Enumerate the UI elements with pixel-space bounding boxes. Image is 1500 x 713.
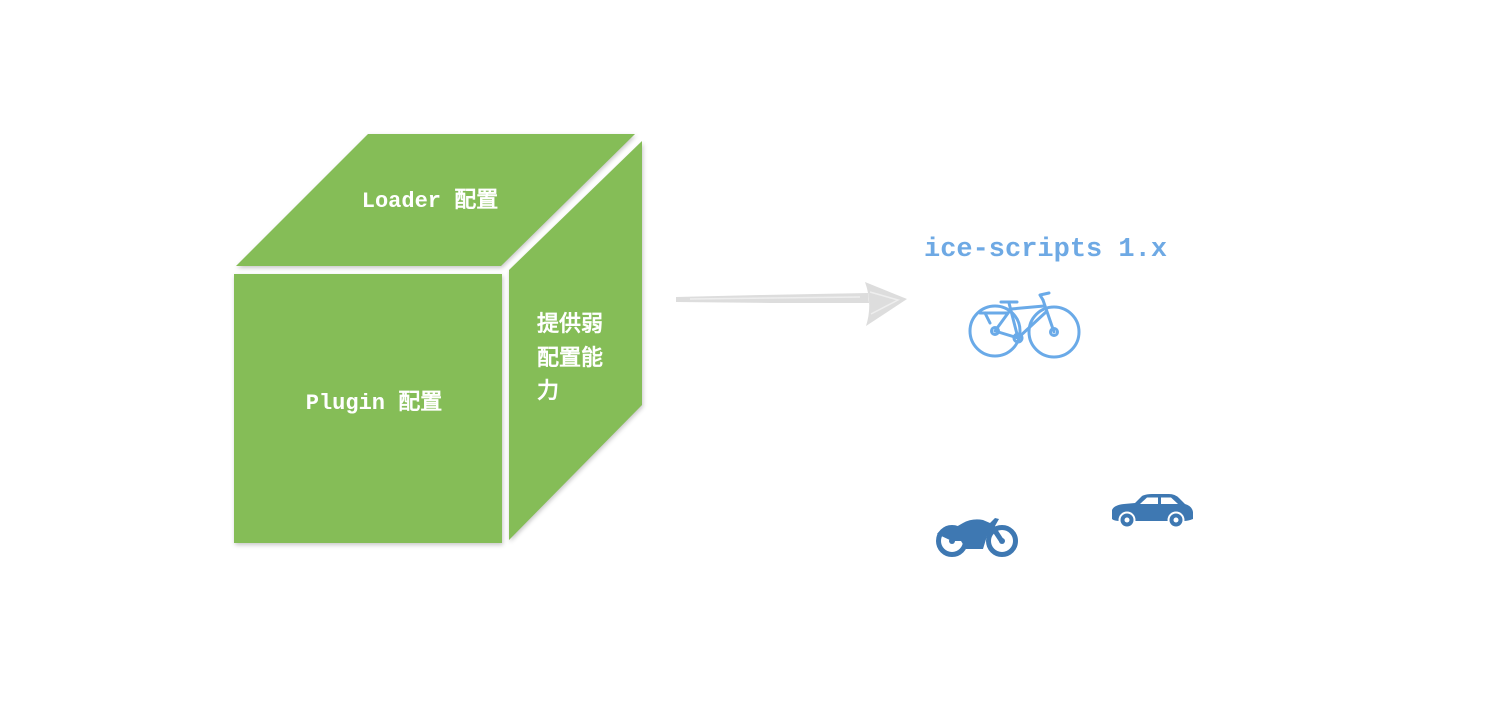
cube-front-label: Plugin 配置 (306, 390, 442, 416)
cube-side-face (509, 141, 642, 540)
motorcycle-icon (936, 518, 1018, 557)
arrow-head (865, 282, 907, 326)
cube-top-face (236, 134, 635, 266)
cube-side-label-line: 配置能 (537, 345, 603, 371)
cube-side-label: 提供弱 配置能 力 (537, 311, 611, 404)
cube-front-face (234, 274, 502, 543)
config-cube (234, 134, 642, 543)
cube-top-label: Loader 配置 (362, 188, 498, 214)
arrow-texture (869, 291, 901, 315)
car-icon (1112, 494, 1193, 529)
target-title: ice-scripts 1.x (924, 235, 1167, 265)
bicycle-icon (968, 291, 1081, 359)
cube-side-label-line: 力 (537, 379, 559, 404)
cube-side-label-line: 提供弱 (537, 311, 603, 337)
arrow-right-icon (676, 282, 907, 326)
arrow-texture (689, 296, 861, 300)
